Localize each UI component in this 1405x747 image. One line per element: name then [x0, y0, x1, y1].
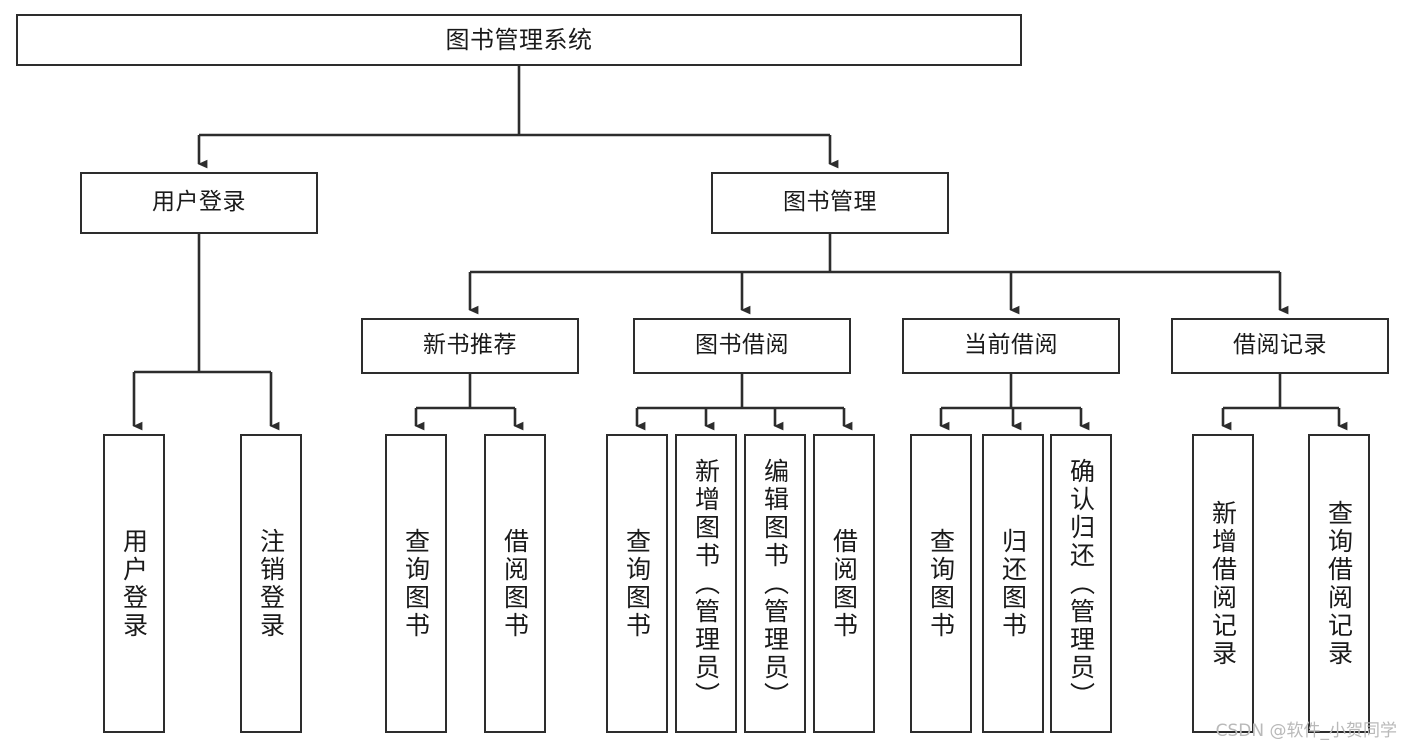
node-book-borrow[interactable]: 图书借阅 [633, 318, 851, 374]
node-leaf-user-login-label: 用户登录 [119, 527, 149, 640]
node-leaf-return-book-label: 归还图书 [998, 527, 1028, 640]
node-leaf-edit-book-label: 编辑图书（管理员） [760, 457, 790, 710]
node-leaf-add-record[interactable]: 新增借阅记录 [1192, 434, 1254, 733]
node-book-manage[interactable]: 图书管理 [711, 172, 949, 234]
node-leaf-borrow-book-rec-label: 借阅图书 [500, 527, 530, 640]
node-user-login-label: 用户登录 [152, 189, 246, 216]
node-leaf-query-book-borrow-label: 查询图书 [622, 527, 652, 640]
node-leaf-logout-label: 注销登录 [256, 527, 286, 640]
node-new-book-rec[interactable]: 新书推荐 [361, 318, 579, 374]
node-current-borrow[interactable]: 当前借阅 [902, 318, 1120, 374]
node-leaf-borrow-book[interactable]: 借阅图书 [813, 434, 875, 733]
node-leaf-query-record[interactable]: 查询借阅记录 [1308, 434, 1370, 733]
node-leaf-return-book[interactable]: 归还图书 [982, 434, 1044, 733]
node-leaf-add-record-label: 新增借阅记录 [1208, 499, 1238, 668]
node-current-borrow-label: 当前借阅 [964, 332, 1058, 359]
node-leaf-query-book-rec[interactable]: 查询图书 [385, 434, 447, 733]
node-leaf-borrow-book-label: 借阅图书 [829, 527, 859, 640]
node-leaf-query-book-rec-label: 查询图书 [401, 527, 431, 640]
node-leaf-add-book[interactable]: 新增图书（管理员） [675, 434, 737, 733]
node-leaf-query-book-cur-label: 查询图书 [926, 527, 956, 640]
node-root-label: 图书管理系统 [445, 25, 593, 54]
node-root[interactable]: 图书管理系统 [16, 14, 1022, 66]
node-leaf-confirm-return[interactable]: 确认归还（管理员） [1050, 434, 1112, 733]
node-borrow-record-label: 借阅记录 [1233, 332, 1327, 359]
node-borrow-record[interactable]: 借阅记录 [1171, 318, 1389, 374]
node-leaf-query-book-cur[interactable]: 查询图书 [910, 434, 972, 733]
csdn-watermark: CSDN @软件_小贺同学 [1215, 721, 1397, 741]
node-leaf-query-book-borrow[interactable]: 查询图书 [606, 434, 668, 733]
node-user-login[interactable]: 用户登录 [80, 172, 318, 234]
node-new-book-rec-label: 新书推荐 [423, 332, 517, 359]
node-leaf-add-book-label: 新增图书（管理员） [691, 457, 721, 710]
node-book-manage-label: 图书管理 [783, 189, 877, 216]
node-leaf-query-record-label: 查询借阅记录 [1324, 499, 1354, 668]
node-leaf-user-login[interactable]: 用户登录 [103, 434, 165, 733]
node-leaf-borrow-book-rec[interactable]: 借阅图书 [484, 434, 546, 733]
node-leaf-logout[interactable]: 注销登录 [240, 434, 302, 733]
node-leaf-confirm-return-label: 确认归还（管理员） [1066, 457, 1096, 710]
node-book-borrow-label: 图书借阅 [695, 332, 789, 359]
node-leaf-edit-book[interactable]: 编辑图书（管理员） [744, 434, 806, 733]
